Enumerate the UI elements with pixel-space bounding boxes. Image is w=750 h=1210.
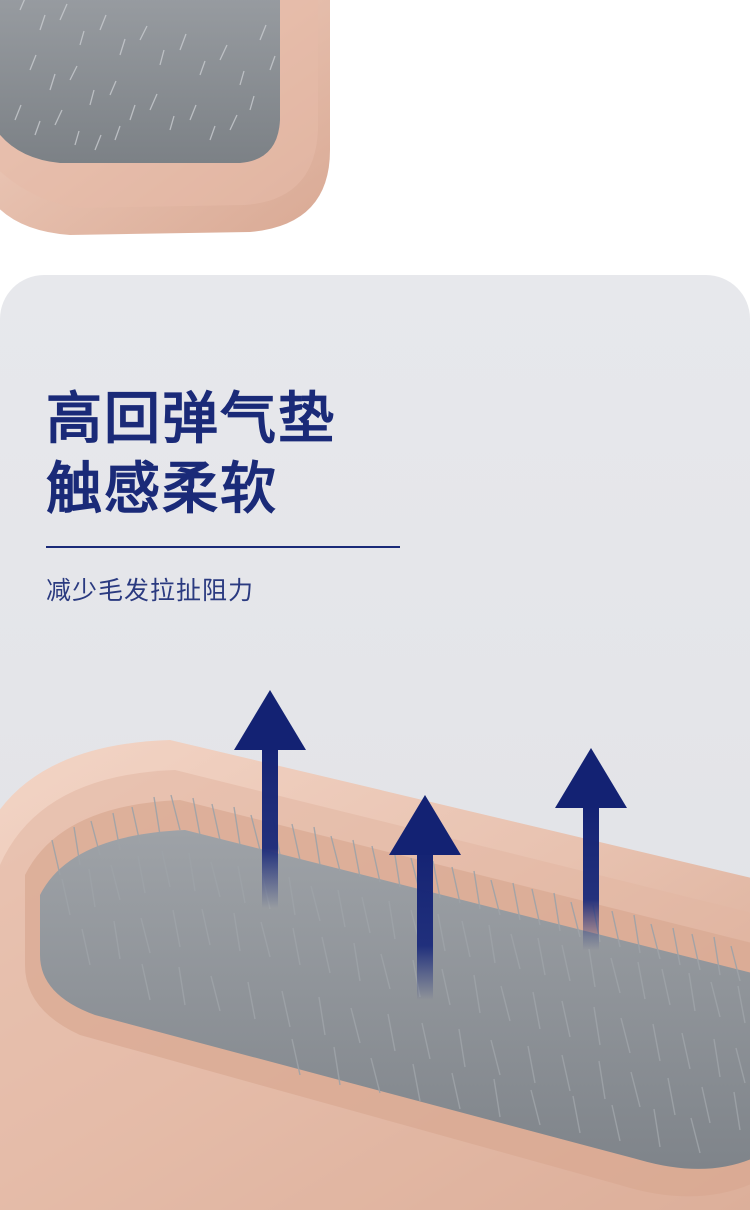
subtitle: 减少毛发拉扯阻力: [46, 576, 255, 605]
arrow-up-icon: [234, 690, 306, 908]
feature-panel: 高回弹气垫 触感柔软 减少毛发拉扯阻力: [0, 275, 750, 1210]
top-pins: [14, 0, 276, 151]
arrow-up-icon: [389, 795, 461, 1000]
headline-line-2: 触感柔软: [46, 457, 278, 522]
top-brush-photo: [0, 0, 750, 260]
headline: 高回弹气垫 触感柔软: [46, 385, 336, 525]
divider: [46, 546, 400, 548]
arrow-up-icon: [555, 748, 627, 950]
brush-top-illustration: [0, 0, 330, 235]
brush-illustration: [0, 690, 750, 1210]
headline-line-1: 高回弹气垫: [46, 387, 336, 452]
